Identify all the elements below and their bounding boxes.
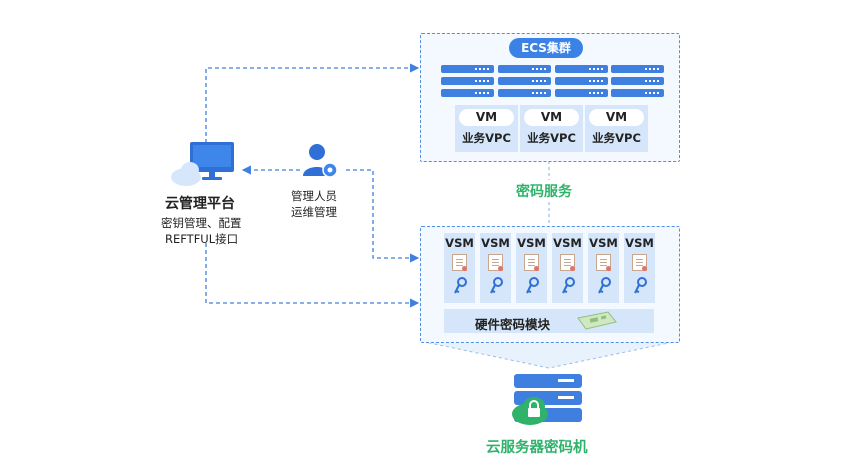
vm-card: VM 业务VPC [585,105,648,152]
server-icon [611,89,664,97]
key-icon [490,277,503,294]
vm-name: VM [459,109,514,126]
admin-line-1: 管理人员 [291,189,337,203]
admin-node: 管理人员 运维管理 [285,142,365,222]
server-icon [441,89,494,97]
vm-label: 业务VPC [592,131,641,145]
server-icon [441,77,494,85]
hardware-module-label: 硬件密码模块 [475,317,551,332]
server-icon [611,65,664,73]
ecs-cluster-box: ECS集群 VM 业务VPC VM 业务VPC VM 业务VPC [420,33,680,162]
ecs-cluster-title: ECS集群 [509,38,583,58]
vsm-card: VSM [552,233,583,303]
server-icon [555,77,608,85]
vm-label: 业务VPC [527,131,576,145]
key-icon [454,277,467,294]
vm-card: VM 业务VPC [520,105,583,152]
vm-name: VM [589,109,644,126]
server-icon [555,89,608,97]
crypto-machine-label: 云服务器密码机 [486,440,588,456]
crypto-machine-node: 云服务器密码机 [480,370,620,470]
vsm-card: VSM [624,233,655,303]
monitor-cloud-icon [171,142,234,186]
platform-title: 云管理平台 [165,196,235,212]
server-icon [441,65,494,73]
platform-desc-1: 密钥管理、配置 [161,216,242,230]
vsm-card: VSM [444,233,475,303]
admin-line-2: 运维管理 [291,205,337,219]
vsm-card: VSM [516,233,547,303]
admin-user-icon [303,144,338,178]
certificate-icon [488,254,503,271]
key-icon [598,277,611,294]
vsm-label: VSM [445,236,474,250]
key-icon [634,277,647,294]
arrow-platform-to-hsm [205,243,420,308]
crypto-service-label: 密码服务 [516,184,572,200]
hardware-module-bar: 硬件密码模块 [444,309,654,333]
platform-node: 云管理平台 密钥管理、配置 REFTFUL接口 [160,140,260,250]
server-icon [555,65,608,73]
vsm-label: VSM [517,236,546,250]
vm-card: VM 业务VPC [455,105,518,152]
hsm-box: VSM VSM VSM VSM VSM VSM 硬件密码模块 [420,226,680,343]
vm-name: VM [524,109,579,126]
certificate-icon [560,254,575,271]
vsm-label: VSM [625,236,654,250]
circuit-board-icon [577,311,617,330]
arrow-platform-to-ecs [205,63,420,143]
key-icon [562,277,575,294]
server-icon [498,65,551,73]
server-icon [611,77,664,85]
certificate-icon [632,254,647,271]
key-icon [526,277,539,294]
certificate-icon [524,254,539,271]
certificate-icon [452,254,467,271]
vm-label: 业务VPC [462,131,511,145]
arrow-admin-to-hsm [346,169,420,263]
certificate-icon [596,254,611,271]
server-icon [498,77,551,85]
vsm-card: VSM [588,233,619,303]
vsm-card: VSM [480,233,511,303]
server-icon [498,89,551,97]
vsm-label: VSM [553,236,582,250]
server-lock-icon [512,374,582,425]
platform-desc-2: REFTFUL接口 [165,232,239,246]
vsm-label: VSM [589,236,618,250]
funnel-shape [419,340,679,369]
vsm-label: VSM [481,236,510,250]
